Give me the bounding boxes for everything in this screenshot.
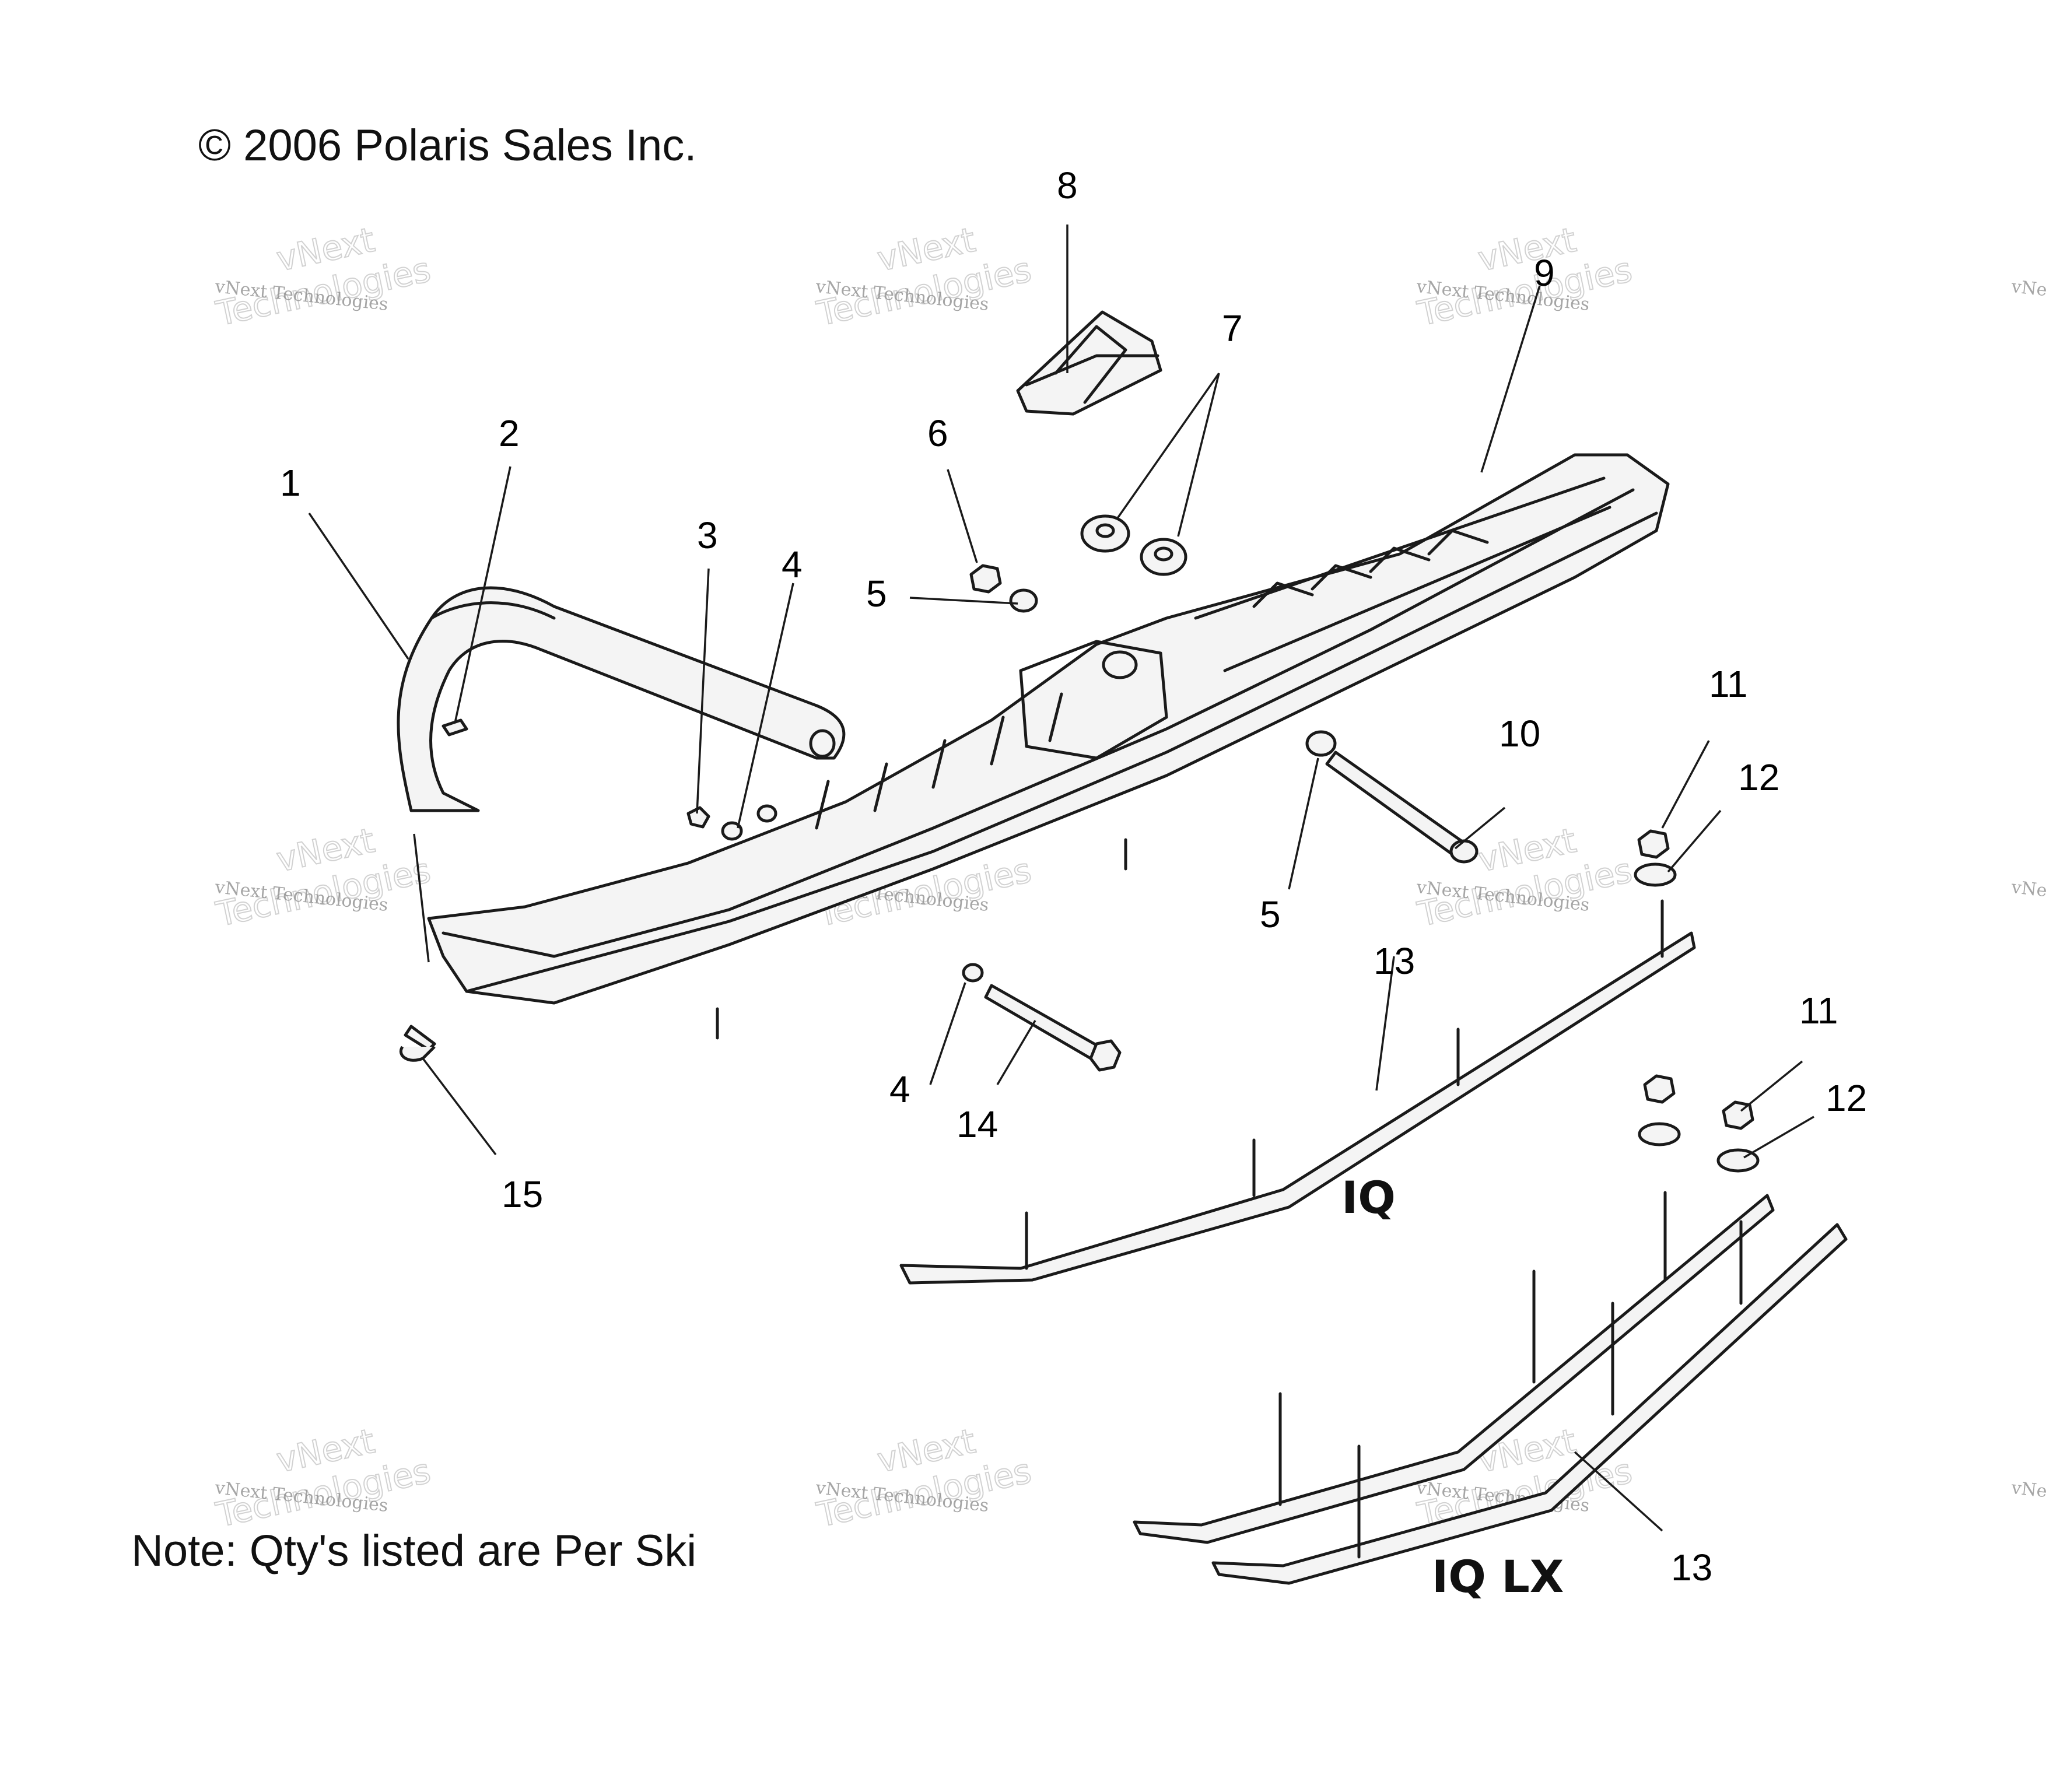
iq-lx-carbide-runner bbox=[1133, 1191, 1848, 1585]
callout-1: 1 bbox=[280, 462, 301, 504]
callout-14: 14 bbox=[957, 1103, 998, 1145]
watermark: Technologies vNext vNext Technologies bbox=[1413, 219, 1636, 334]
callout-9: 9 bbox=[1534, 252, 1555, 294]
callout-13-lower: 13 bbox=[1671, 1546, 1712, 1588]
callout-5: 5 bbox=[866, 573, 887, 615]
callout-8: 8 bbox=[1057, 164, 1078, 206]
watermark: Technologies vNext vNext Technologies bbox=[812, 219, 1035, 334]
callout-6: 6 bbox=[927, 412, 948, 454]
callout-2: 2 bbox=[499, 412, 520, 454]
svg-text:vNext Technologies: vNext Technologies bbox=[2010, 276, 2046, 315]
callout-3: 3 bbox=[697, 514, 718, 556]
copyright-text: © 2006 Polaris Sales Inc. bbox=[198, 121, 696, 170]
ski-spindle-bolt bbox=[1325, 751, 1479, 864]
ski-handle-part bbox=[397, 586, 846, 812]
bushing-parts bbox=[1080, 514, 1187, 576]
callout-12: 12 bbox=[1738, 756, 1779, 798]
watermark: Technologies vNext vNext Technologies bbox=[212, 820, 435, 935]
callout-11-lower: 11 bbox=[1799, 990, 1838, 1032]
note-text: Note: Qty's listed are Per Ski bbox=[131, 1526, 696, 1576]
watermark: vNext Technologies bbox=[2010, 1478, 2046, 1516]
callout-4-lower: 4 bbox=[889, 1068, 910, 1110]
callout-7: 7 bbox=[1222, 307, 1243, 349]
watermark: vNext Technologies bbox=[2010, 877, 2046, 916]
watermark: Technologies vNext vNext Technologies bbox=[212, 219, 435, 334]
watermark: vNext Technologies bbox=[2010, 276, 2046, 315]
carbide-nut-washer-parts bbox=[1634, 829, 1760, 1173]
callout-5-lower: 5 bbox=[1260, 893, 1281, 935]
mounting-bolt bbox=[984, 984, 1122, 1072]
variant-label-iq-lx: IQ LX bbox=[1432, 1551, 1564, 1602]
callout-labels: 1 2 3 4 5 6 7 8 9 10 11 12 13 14 15 4 5 … bbox=[280, 164, 1867, 1588]
watermark-layer: Technologies vNext vNext Technologies Te… bbox=[212, 219, 2046, 1535]
ski-body-part bbox=[427, 453, 1670, 1040]
callout-4: 4 bbox=[782, 543, 803, 585]
callout-10: 10 bbox=[1499, 713, 1540, 755]
ski-pad-part bbox=[1016, 310, 1162, 416]
front-screw bbox=[400, 1025, 436, 1062]
callout-15: 15 bbox=[502, 1173, 543, 1215]
small-hardware-parts bbox=[442, 718, 984, 983]
callout-11: 11 bbox=[1709, 663, 1747, 705]
svg-text:vNext Technologies: vNext Technologies bbox=[2010, 877, 2046, 916]
svg-text:vNext Technologies: vNext Technologies bbox=[2010, 1478, 2046, 1516]
iq-carbide-runner bbox=[899, 899, 1696, 1285]
watermark: Technologies vNext vNext Technologies bbox=[212, 1421, 435, 1535]
callout-13: 13 bbox=[1374, 940, 1415, 982]
leader-lines bbox=[308, 225, 1814, 1532]
watermark: Technologies vNext vNext Technologies bbox=[812, 1421, 1035, 1535]
callout-12-lower: 12 bbox=[1826, 1077, 1867, 1119]
variant-label-iq: IQ bbox=[1341, 1172, 1396, 1223]
